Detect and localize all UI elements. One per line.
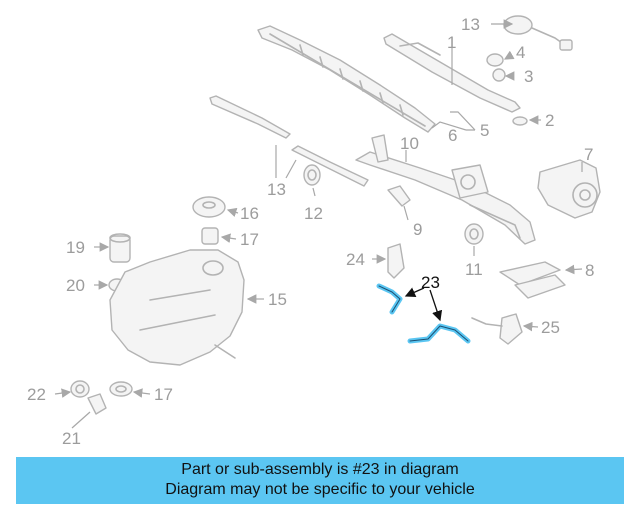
callout-11: 11 [465,260,483,279]
callout-24: 24 [346,250,365,269]
part-7-wiper-motor[interactable] [537,159,601,219]
part-2-cap[interactable] [512,116,528,126]
part-14-sensor[interactable] [503,15,573,51]
part-15-washer-reservoir[interactable] [109,249,245,366]
callout-5: 5 [480,121,489,140]
callout-9: 9 [413,220,422,239]
callout-17: 17 [240,230,259,249]
part-3-nut[interactable] [492,68,506,82]
part-21-nozzle[interactable] [87,393,107,415]
callout-3: 3 [524,67,533,86]
callout-6: 6 [448,126,457,145]
part-23-washer-hose[interactable] [376,283,471,344]
callout-25: 25 [541,318,560,337]
callout-1: 1 [447,33,456,52]
callout-13: 13 [267,180,286,199]
callout-labels: 13 1 4 3 2 5 6 10 7 13 12 9 16 17 24 11 … [27,15,594,448]
part-16-cap[interactable] [192,196,226,218]
leader-lines [54,19,583,429]
wiper-blade[interactable] [257,25,436,133]
callout-20: 20 [66,276,85,295]
part-18-grommet[interactable] [109,381,133,397]
part-24-bracket[interactable] [387,243,405,279]
callout-16: 16 [240,204,259,223]
part-9-clip[interactable] [387,185,411,207]
part-8-bracket[interactable] [499,261,566,299]
callout-19: 19 [66,238,85,257]
callout-15: 15 [268,290,287,309]
callout-8: 8 [585,261,594,280]
callout-2: 2 [545,111,554,130]
callout-22: 22 [27,385,46,404]
callout-23: 23 [421,273,440,292]
callout-7: 7 [584,145,593,164]
callout-4: 4 [516,43,525,62]
callout-14: 13 [461,15,480,34]
part-22-grommet[interactable] [70,380,90,398]
callout-10: 10 [400,134,419,153]
part-12-grommet[interactable] [303,164,321,186]
parts-diagram: 13 1 4 3 2 5 6 10 7 13 12 9 16 17 24 11 … [27,15,601,448]
callout-18: 17 [154,385,173,404]
callout-12: 12 [304,204,323,223]
callout-21: 21 [62,429,81,448]
wiper-linkage[interactable] [355,134,536,245]
part-19-washer-pump[interactable] [109,233,131,263]
banner-line-2: Diagram may not be specific to your vehi… [165,481,475,498]
rear-wiper-arm[interactable] [209,95,369,187]
part-4-cover[interactable] [486,53,504,67]
part-25-nozzle[interactable] [471,313,523,345]
part-11-grommet[interactable] [464,223,484,245]
banner-line-1: Part or sub-assembly is #23 in diagram [181,461,459,478]
part-17-filler-neck[interactable] [201,227,219,245]
info-banner: Part or sub-assembly is #23 in diagram D… [16,457,624,504]
